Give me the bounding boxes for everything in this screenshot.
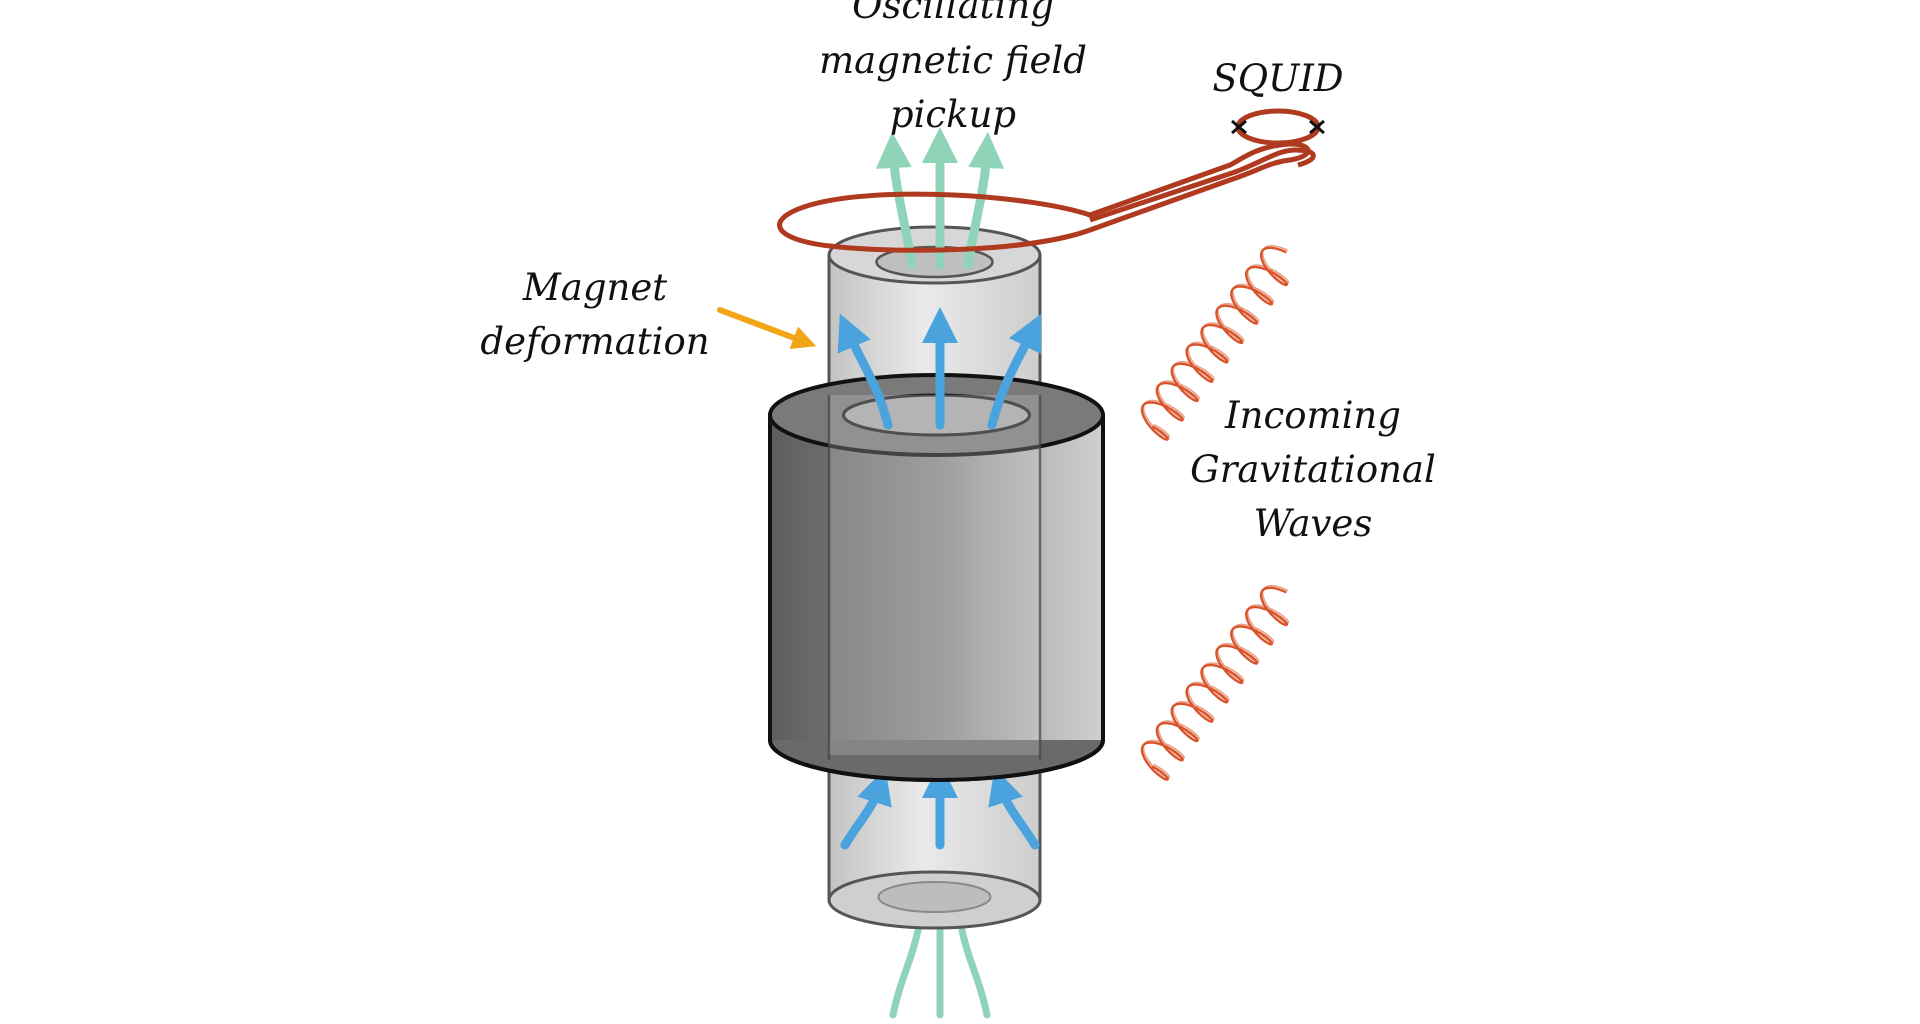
magnet-deformation-line-2: deformation [480,320,709,363]
gravitational-waves-line-3: Waves [1254,502,1373,545]
deformation-arrow-icon [717,307,817,350]
magnet-deformation-label: Magnet deformation [480,266,709,363]
field-pickup-label: Oscillating magnetic field pickup [819,0,1087,136]
lower-blue-field-lines [840,762,1040,850]
squid-label: SQUID [1212,57,1343,100]
wave-strand [1142,245,1290,439]
squid-junction-left-icon [1231,119,1247,135]
outer-magnet [768,373,1105,782]
wave-strand [1140,246,1288,441]
field-pickup-line-3: pickup [890,93,1016,136]
gravitational-wave-upper-icon [1140,245,1290,441]
gravitational-waves-label: Incoming Gravitational Waves [1190,394,1436,545]
gravitational-waves-line-2: Gravitational [1190,448,1436,491]
field-pickup-line-2: magnetic field [819,39,1087,82]
wave-strand [1142,585,1290,779]
wave-strand [1140,586,1288,781]
magnet-deformation-line-1: Magnet [522,266,667,309]
gravitational-waves-line-1: Incoming [1224,394,1401,437]
field-pickup-line-1: Oscillating [852,0,1054,27]
pickup-loop [777,141,1316,253]
bottom-field-lines [889,926,991,1019]
upper-blue-field-lines [837,307,1042,430]
squid-ring [1231,108,1325,146]
squid-junction-right-icon [1309,119,1325,135]
gravitational-wave-lower-icon [1140,585,1290,781]
